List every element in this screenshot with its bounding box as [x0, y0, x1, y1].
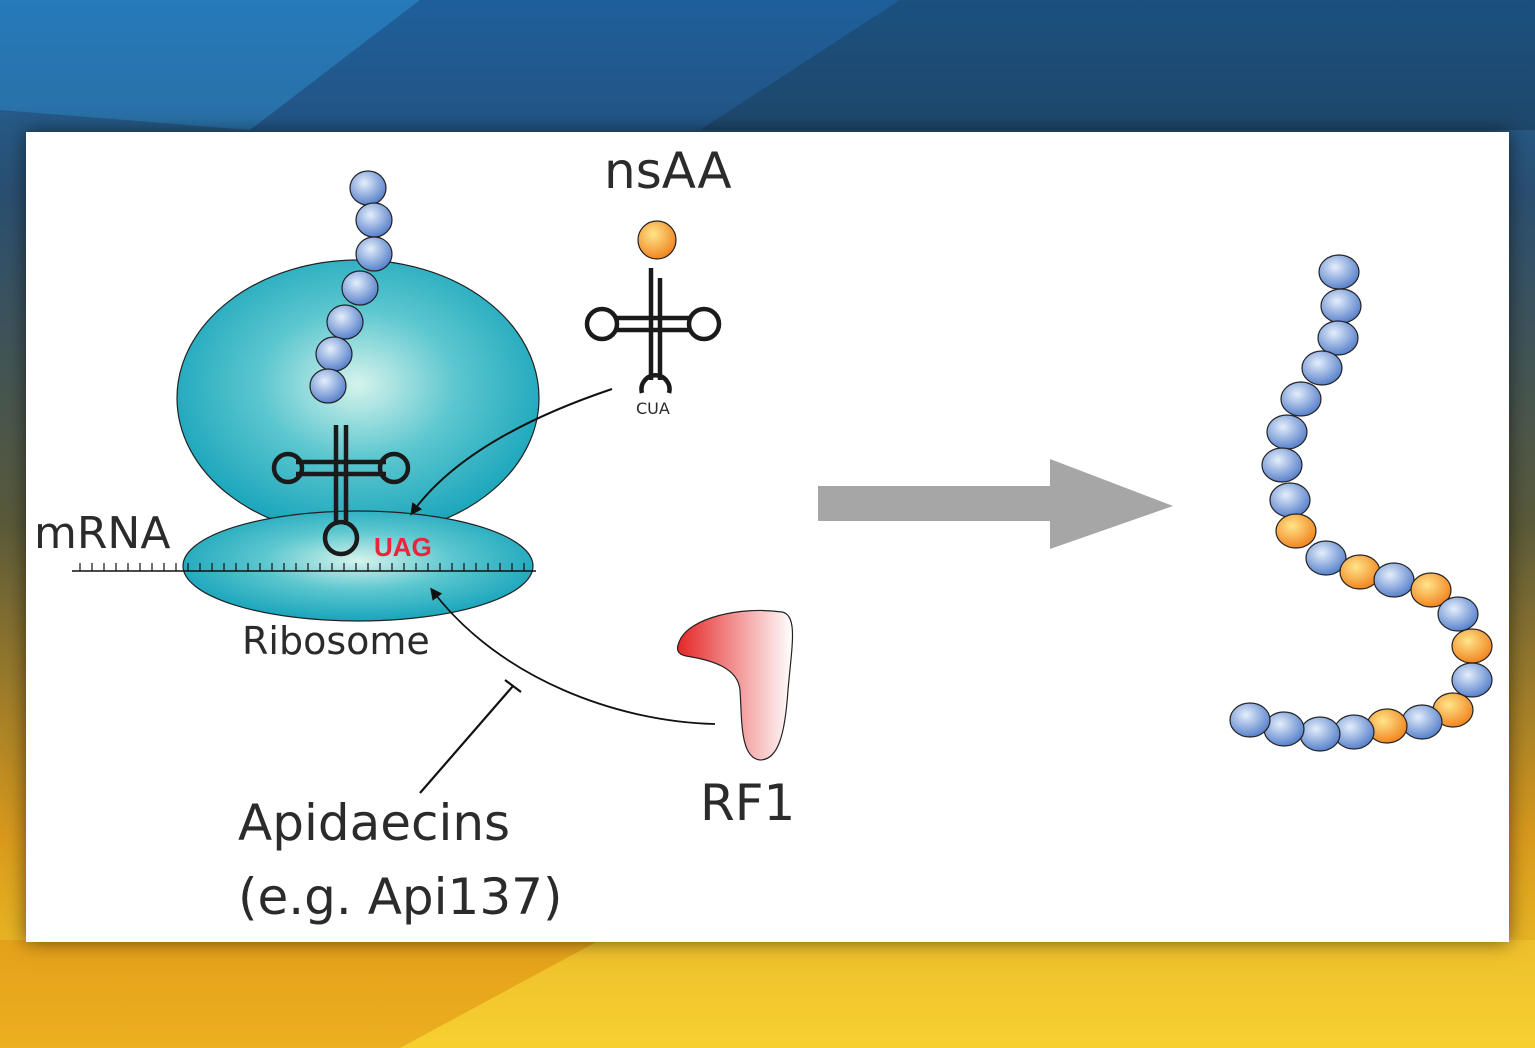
amino-acid-bead	[1451, 662, 1493, 698]
nsaa-residue	[637, 220, 677, 260]
apidaecins-example-label: (e.g. Api137)	[238, 868, 562, 926]
ribosome-small-subunit	[182, 510, 534, 622]
inhibition-symbol	[419, 679, 522, 794]
amino-acid-bead	[1373, 562, 1415, 598]
apidaecins-label: Apidaecins	[238, 794, 510, 852]
amino-acid-bead	[341, 270, 379, 306]
amino-acid-bead	[1280, 381, 1322, 417]
nsaa-bead	[1410, 572, 1452, 608]
amino-acid-bead	[349, 170, 387, 206]
amino-acid-bead	[1229, 702, 1271, 738]
amino-acid-bead	[1318, 254, 1360, 290]
amino-acid-bead	[1305, 540, 1347, 576]
nsaa-label: nsAA	[604, 142, 732, 200]
codon-label: UAG	[374, 532, 432, 562]
mrna-label: mRNA	[34, 508, 170, 559]
amino-acid-bead	[1301, 350, 1343, 386]
amino-acid-bead	[315, 336, 353, 372]
ribosome-trna	[271, 425, 411, 557]
process-arrow	[818, 459, 1173, 549]
rf1-shape	[676, 609, 794, 761]
amino-acid-bead	[1317, 320, 1359, 356]
mrna-strand	[72, 563, 536, 572]
anticodon-label: CUA	[636, 399, 670, 418]
amino-acid-bead	[326, 304, 364, 340]
amino-acid-bead	[1437, 596, 1479, 632]
ribosome-label: Ribosome	[242, 619, 430, 663]
protein-chain	[1229, 254, 1493, 752]
amino-acid-bead	[1320, 288, 1362, 324]
amino-acid-bead	[1266, 414, 1308, 450]
nascent-peptide-chain	[309, 170, 393, 404]
amino-acid-bead	[309, 368, 347, 404]
amino-acid-bead	[355, 236, 393, 272]
nsaa-bead	[1451, 628, 1493, 664]
amino-acid-bead	[1261, 447, 1303, 483]
rf1-label: RF1	[700, 774, 795, 832]
rf1-binding-arrow	[430, 587, 716, 725]
nsaa-bead	[1275, 513, 1317, 549]
suppressor-trna	[584, 268, 722, 394]
trna-delivery-arrow	[410, 388, 613, 516]
amino-acid-bead	[1299, 716, 1341, 752]
amino-acid-bead	[1269, 482, 1311, 518]
amino-acid-bead	[1401, 704, 1443, 740]
amino-acid-bead	[355, 202, 393, 238]
